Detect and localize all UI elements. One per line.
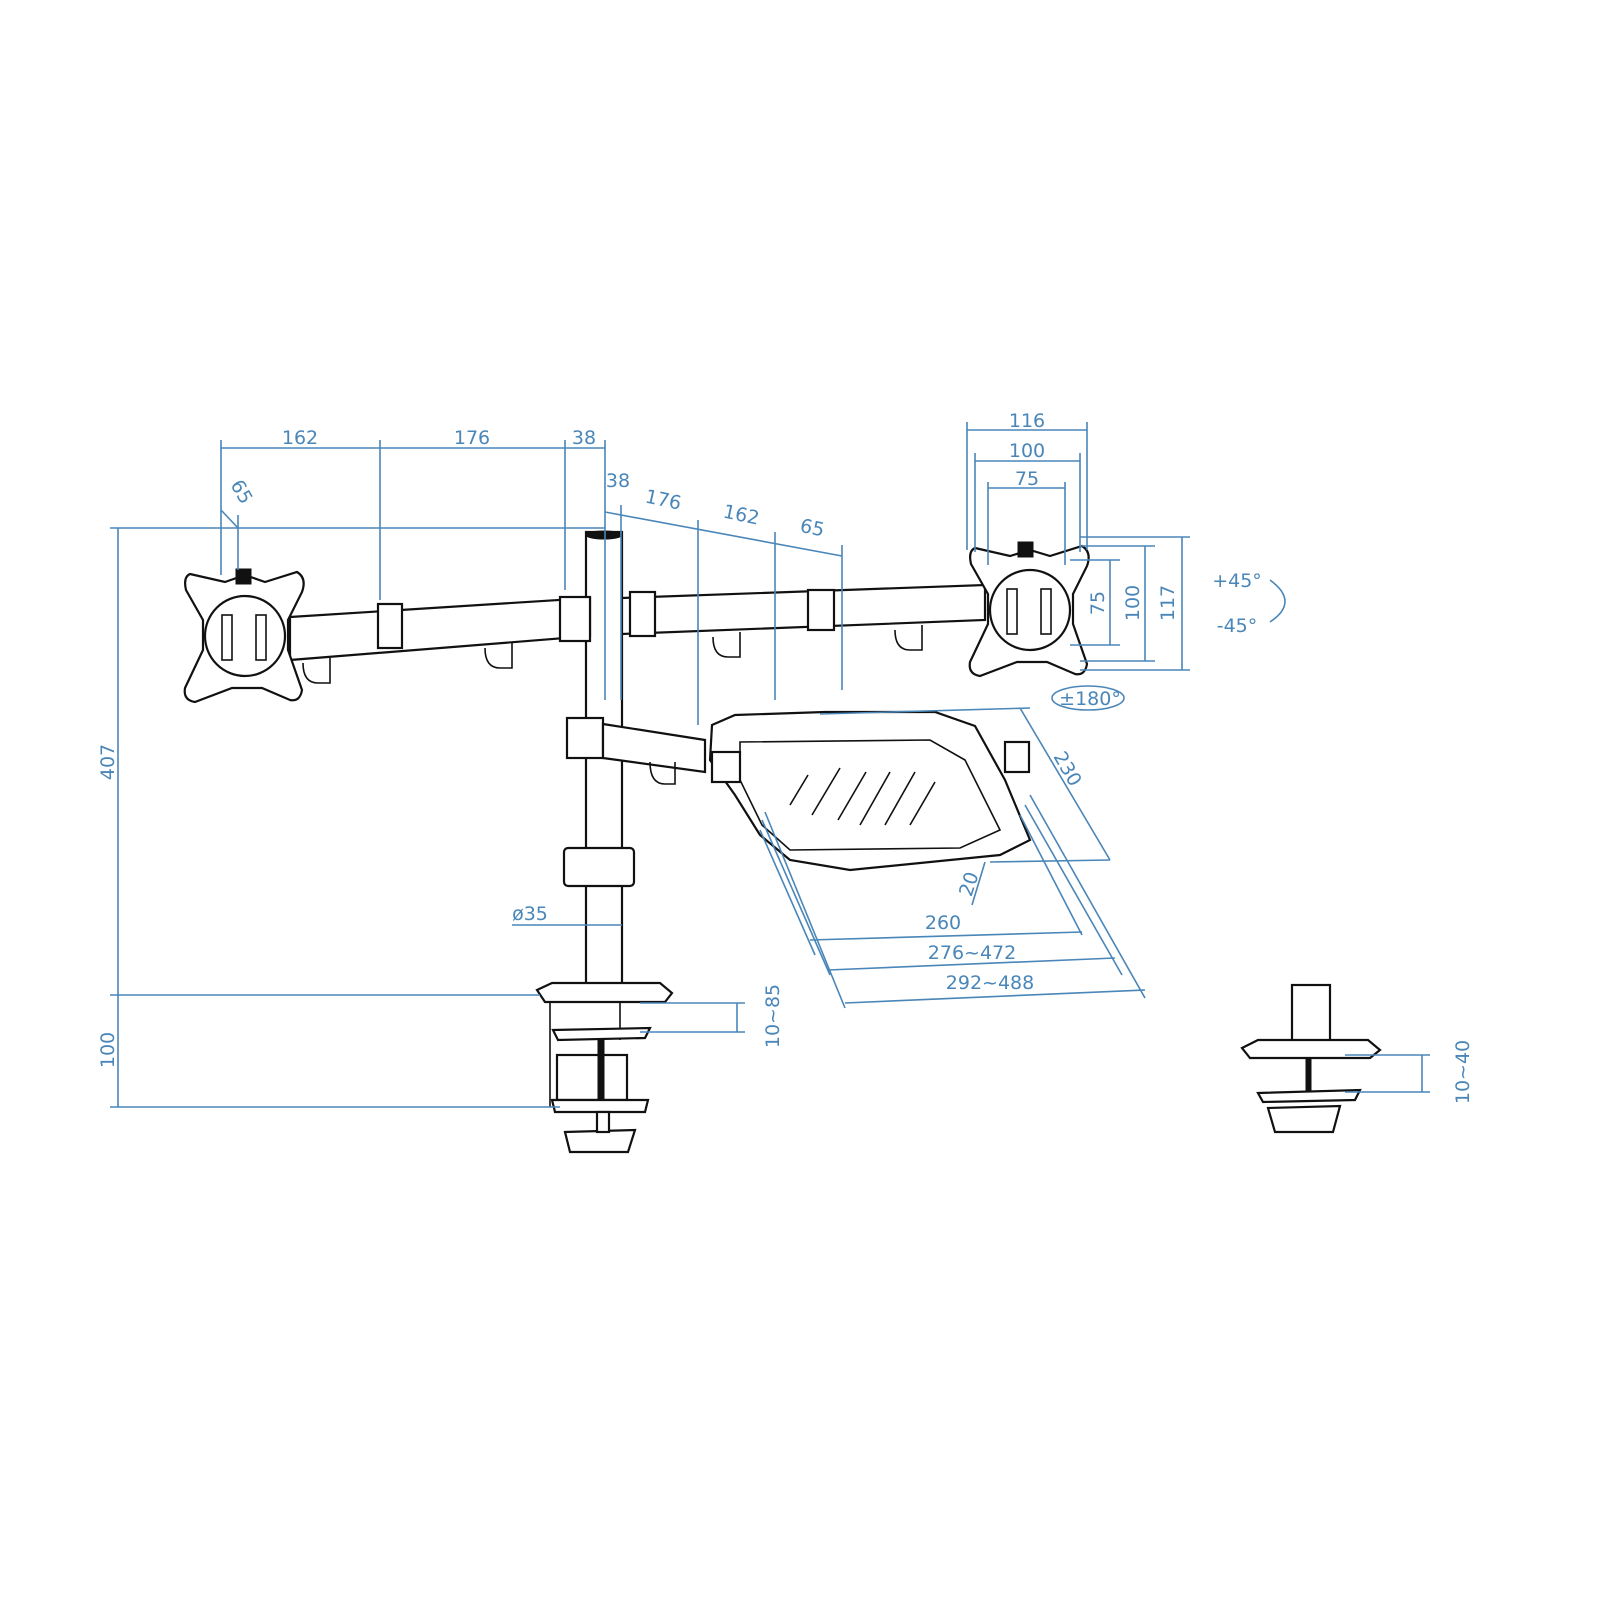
vesa-slot — [1040, 588, 1052, 635]
dim-right-arm-176: 176 — [643, 486, 683, 515]
tray-vent-slots — [789, 767, 936, 826]
left-arm-joint — [376, 602, 404, 650]
clamp-bottom-plate — [550, 1098, 650, 1114]
tray-side-clamp-right — [1003, 740, 1031, 774]
dim-tray-lip-20: 20 — [955, 869, 983, 899]
right-arm-joint — [806, 588, 836, 632]
clamp-bracket — [555, 1053, 629, 1102]
grommet-lower-plate — [1256, 1088, 1362, 1104]
rotation-label: ±180° — [1059, 688, 1121, 710]
dim-vesa-width-75: 75 — [1015, 468, 1039, 490]
left-arm — [288, 596, 592, 662]
tray-side-clamp-left — [710, 750, 742, 784]
dim-left-arm-38: 38 — [572, 427, 596, 449]
dim-vesa-width-100: 100 — [1009, 440, 1045, 462]
dim-vesa-height-75: 75 — [1087, 591, 1109, 615]
dim-right-arm-162: 162 — [721, 501, 761, 530]
cable-clip — [302, 643, 513, 684]
dimension-lines — [110, 422, 1430, 1108]
pole-cap — [585, 530, 623, 540]
clamp-screw — [597, 1039, 605, 1106]
laptop-arm-collar — [565, 716, 605, 760]
clamp-knob-stem — [595, 1110, 611, 1134]
clamp-base-plate — [535, 981, 674, 1004]
right-arm — [620, 583, 987, 636]
dim-tray-depth-230: 230 — [1049, 748, 1086, 790]
left-arm-base-joint — [558, 595, 592, 643]
dim-tray-range-276-472: 276~472 — [928, 942, 1016, 964]
grommet-base-plate — [1240, 1038, 1382, 1060]
vesa-hub-right — [988, 568, 1072, 652]
tilt-up-label: +45° — [1212, 570, 1262, 592]
dim-clamp-height-100: 100 — [97, 1032, 119, 1068]
vesa-slot — [1006, 588, 1018, 635]
grommet-knob — [1266, 1104, 1342, 1134]
dim-vesa-height-100: 100 — [1122, 585, 1144, 621]
mount-structure — [183, 530, 1382, 1154]
right-arm-base-joint — [628, 590, 657, 638]
grommet-pole — [1290, 983, 1332, 1047]
grommet-screw — [1305, 1057, 1312, 1094]
dim-desk-clamp-range: 10~85 — [762, 984, 784, 1048]
vesa-slot — [221, 614, 233, 661]
dim-pole-diameter: ø35 — [512, 903, 548, 925]
pole — [584, 530, 624, 994]
vesa-knob-right — [1017, 541, 1034, 558]
laptop-tray-inner — [739, 739, 1002, 851]
dim-vesa-width-116: 116 — [1009, 410, 1045, 432]
clamp-knob — [563, 1128, 637, 1154]
dim-tray-range-292-488: 292~488 — [946, 972, 1034, 994]
dim-grommet-range: 10~40 — [1452, 1040, 1474, 1104]
clamp-pressure-plate — [551, 1026, 652, 1042]
dim-left-arm-162: 162 — [282, 427, 318, 449]
cable-clip — [712, 625, 923, 658]
dim-vesa-height-117: 117 — [1157, 585, 1179, 621]
dim-left-arm-176: 176 — [454, 427, 490, 449]
cable-clip — [649, 761, 676, 785]
tilt-down-label: -45° — [1217, 615, 1258, 637]
vesa-hub-left — [203, 594, 287, 678]
dim-height-407: 407 — [97, 744, 119, 780]
laptop-tray — [708, 710, 1032, 872]
height-collar — [562, 846, 636, 888]
dim-tray-width-260: 260 — [925, 912, 961, 934]
vesa-knob-left — [235, 568, 252, 585]
vesa-slot — [255, 614, 267, 661]
laptop-arm — [601, 722, 707, 774]
dim-left-vesa-offset-65: 65 — [226, 476, 257, 508]
dim-right-arm-65: 65 — [798, 515, 826, 542]
dim-right-arm-38: 38 — [606, 470, 630, 492]
